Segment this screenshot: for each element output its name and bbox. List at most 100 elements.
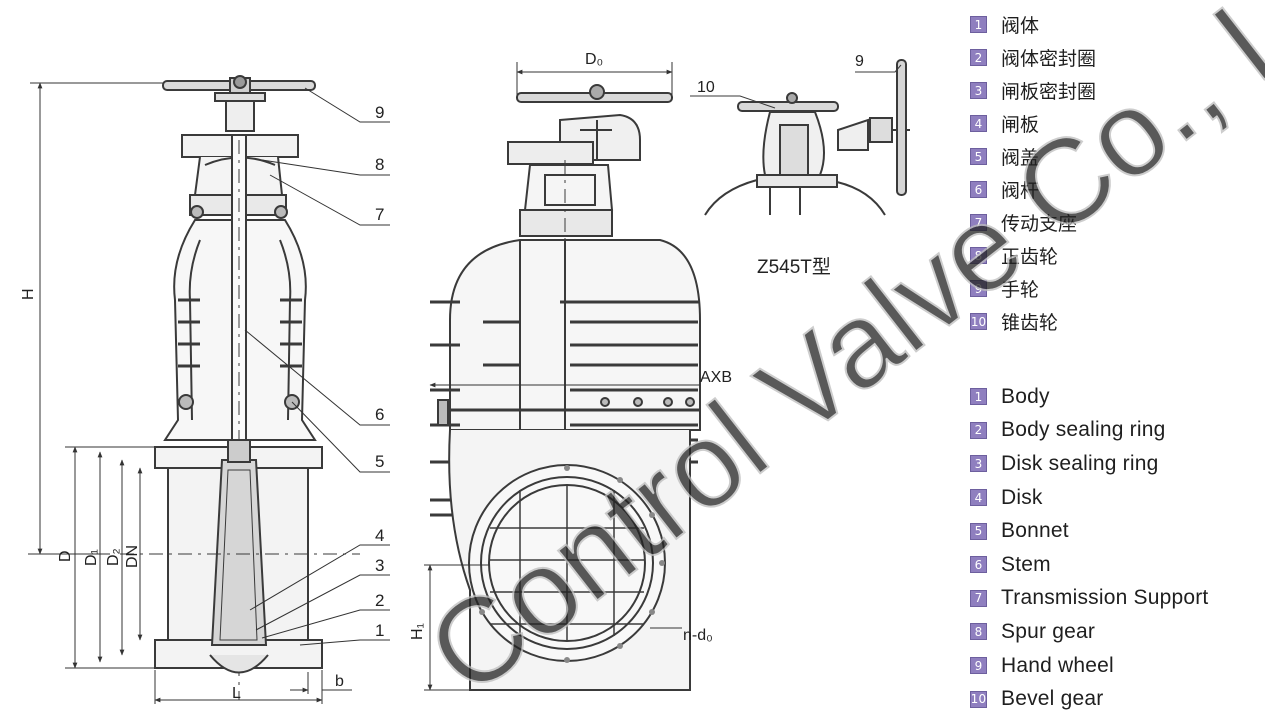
legend-cn-item: 8 正齿轮 [970,239,1096,272]
left-dim-labels: H D D₁ D₂ DN L b [20,288,344,702]
dim-DN: DN [124,545,141,568]
legend-cn-item: 3 闸板密封圈 [970,74,1096,107]
detail-handwheel [896,59,907,196]
legend-badge: 10 [970,690,987,708]
detail-callout-9: 9 [855,53,864,70]
dim-AXB: AXB [700,369,732,386]
left-callout-numbers: 9 8 7 6 5 4 3 2 1 [375,103,384,640]
left-disk [210,459,268,646]
legend-label: 锥齿轮 [1001,313,1059,334]
left-dimensions [28,82,390,704]
legend-badge: 4 [970,489,987,507]
legend-badge: 7 [970,589,987,607]
legend-en-item: 8 Spur gear [970,615,1208,649]
legend-badge: 5 [970,148,987,165]
detail-labels: 10 9 Z545T型 [697,53,864,278]
dim-H1: H₁ [409,623,426,640]
legend-badge: 4 [970,115,987,132]
legend-badge: 6 [970,181,987,198]
dim-D: D [57,550,74,562]
legend-label: Spur gear [1001,619,1096,643]
legend-label: 阀体密封圈 [1001,49,1097,70]
legend-en-item: 9 Hand wheel [970,649,1208,683]
left-bonnet-ribs [178,298,302,368]
middle-bolt-row [450,397,700,412]
dim-n-d0: n-d₀ [683,627,713,644]
legend-label: 阀杆 [1001,181,1040,202]
legend-label: Transmission Support [1001,586,1209,610]
legend-label: 正齿轮 [1001,247,1059,268]
legend-badge: 8 [970,247,987,264]
left-handwheel [162,75,316,102]
middle-dim-labels: D₀ AXB H₁ n-d₀ [409,51,732,644]
dim-D2: D₂ [105,548,122,566]
dim-b: b [335,673,344,690]
middle-flange-holes [479,465,665,663]
legend-cn-item: 2 阀体密封圈 [970,41,1096,74]
legend-label: Stem [1001,552,1051,576]
legend-en-item: 4 Disk [970,481,1208,515]
middle-bonnet [449,239,701,431]
legend-badge: 2 [970,421,987,439]
legend-badge: 9 [970,657,987,675]
legend-badge: 1 [970,16,987,33]
legend-cn-item: 9 手轮 [970,272,1096,305]
legend-label: 手轮 [1001,280,1040,301]
callout-5: 5 [375,452,384,471]
detail-callout-10: 10 [697,79,715,96]
left-section-view [120,75,360,700]
middle-disk-grid [490,486,644,640]
legend-label: 阀体 [1001,16,1040,37]
legend-badge: 2 [970,49,987,66]
legend-en-item: 5 Bonnet [970,514,1208,548]
legend-en-item: 7 Transmission Support [970,582,1208,616]
legend-en-item: 1 Body [970,380,1208,414]
dim-D1: D₁ [83,549,100,566]
legend-label: Bonnet [1001,519,1069,543]
legend-badge: 7 [970,214,987,231]
callout-8: 8 [375,155,384,174]
legend-label: 闸板 [1001,115,1040,136]
callout-7: 7 [375,205,384,224]
legend-badge: 5 [970,522,987,540]
legend-cn-item: 6 阀杆 [970,173,1096,206]
legend-en-item: 3 Disk sealing ring [970,447,1208,481]
legend-english: 1 Body 2 Body sealing ring 3 Disk sealing r… [970,380,1208,716]
legend-cn-item: 1 阀体 [970,8,1096,41]
legend-en-item: 2 Body sealing ring [970,414,1208,448]
callout-3: 3 [375,556,384,575]
detail-bevel-view [690,59,910,216]
callout-1: 1 [375,621,384,640]
detail-caption: Z545T型 [757,256,831,278]
middle-side-view [430,84,701,691]
dim-D0: D₀ [585,51,603,68]
legend-label: Disk sealing ring [1001,451,1159,475]
callout-4: 4 [375,526,384,545]
legend-label: Hand wheel [1001,653,1114,677]
legend-label: Disk [1001,485,1043,509]
legend-cn-item: 4 闸板 [970,107,1096,140]
legend-badge: 3 [970,455,987,473]
legend-label: Body [1001,384,1050,408]
legend-label: 闸板密封圈 [1001,82,1097,103]
legend-badge: 9 [970,280,987,297]
legend-badge: 1 [970,388,987,406]
dim-L: L [232,685,241,702]
callout-9: 9 [375,103,384,122]
dim-H: H [20,288,37,300]
legend-badge: 8 [970,623,987,641]
callout-2: 2 [375,591,384,610]
legend-badge: 10 [970,313,987,330]
legend-cn-item: 10 锥齿轮 [970,305,1096,338]
legend-label: Body sealing ring [1001,418,1166,442]
legend-badge: 3 [970,82,987,99]
middle-dimensions [424,62,700,691]
legend-cn-item: 5 阀盖 [970,140,1096,173]
legend-label: 阀盖 [1001,148,1040,169]
